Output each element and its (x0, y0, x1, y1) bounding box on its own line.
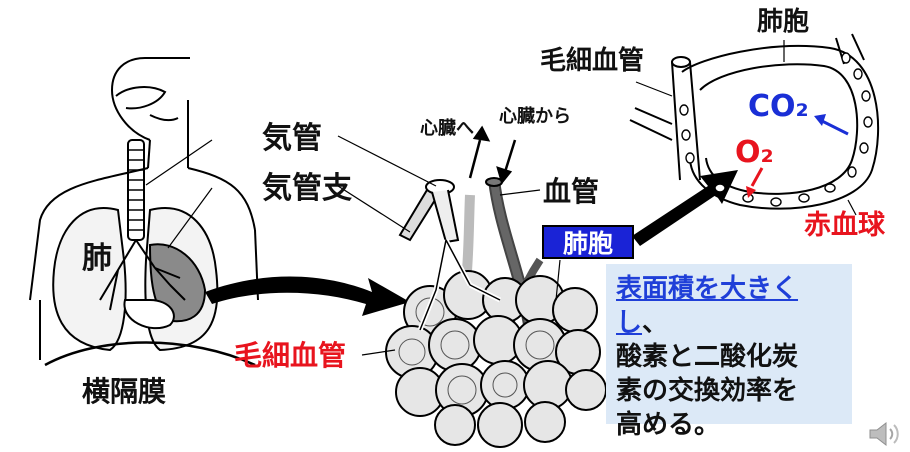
leader-line (145, 139, 213, 186)
arrow-alveoli-to-detail (632, 170, 738, 246)
note-line-1-rest: 、 (642, 308, 669, 338)
from-heart-label: 心臓から (499, 106, 571, 127)
summary-note: 表面積を大きくし、 酸素と二酸化炭 素の交換効率を 高める。 (606, 264, 852, 440)
capillary-upper-label: 毛細血管 (540, 46, 645, 76)
alveolus-top-label: 肺胞 (757, 7, 810, 37)
alveolus-box-label: 肺胞 (542, 225, 634, 259)
note-line-2: 酸素と二酸化炭 (616, 342, 799, 372)
co2-arrowhead (814, 114, 826, 126)
diaphragm-label: 横隔膜 (82, 375, 167, 408)
note-highlight: 表面積を大きくし (616, 274, 799, 338)
o2-arrowhead (746, 186, 756, 198)
arrow-lung-to-alveoli (205, 276, 410, 316)
note-line-1: 表面積を大きくし、 (616, 272, 842, 340)
o2-label: O₂ (735, 135, 774, 170)
co2-label: CO₂ (748, 89, 809, 124)
to-heart-label: 心臓へ (420, 118, 474, 139)
lung-label: 肺 (82, 241, 112, 276)
speaker-icon[interactable] (868, 420, 902, 452)
co2-arrow (819, 118, 849, 136)
cluster-leaders (337, 135, 561, 356)
note-line-4: 高める。 (616, 410, 721, 440)
leader-line (847, 199, 857, 216)
alveolar-cluster (385, 177, 607, 448)
leader-line (167, 187, 213, 249)
rbc-label: 赤血球 (804, 210, 885, 241)
blood-vessel-label: 血管 (543, 175, 600, 208)
o2-arrow (750, 167, 764, 187)
trachea-label: 気管 (262, 121, 322, 156)
note-line-3: 素の交換効率を (616, 376, 799, 406)
leader-line (635, 81, 673, 97)
alveolus-detail (629, 33, 880, 210)
heart-flow-arrows (468, 125, 517, 185)
bronchus-label: 気管支 (262, 171, 352, 206)
capillary-lower-label: 毛細血管 (234, 339, 347, 372)
torso-illustration (29, 57, 259, 367)
